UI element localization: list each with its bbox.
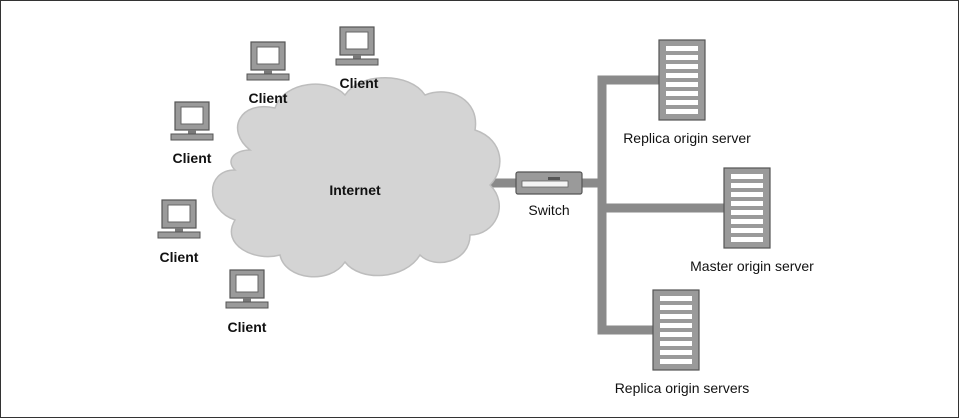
client-1: Client xyxy=(246,41,290,106)
client-4: Client xyxy=(157,199,201,265)
computer-icon xyxy=(170,101,214,141)
client-label: Client xyxy=(160,249,199,265)
computer-icon xyxy=(157,199,201,239)
computer-icon xyxy=(246,41,290,81)
server-label: Replica origin servers xyxy=(615,380,750,396)
computer-icon xyxy=(335,26,379,66)
internet-cloud: Internet xyxy=(211,77,501,278)
server-icon xyxy=(723,167,771,249)
server-label: Replica origin server xyxy=(623,130,751,146)
client-label: Client xyxy=(173,150,212,166)
client-label: Client xyxy=(340,75,379,91)
client-5: Client xyxy=(225,269,269,335)
server-replica-top: Replica origin server xyxy=(623,39,751,146)
server-replica-bottom: Replica origin servers xyxy=(615,289,750,396)
client-3: Client xyxy=(170,101,214,166)
client-label: Client xyxy=(249,90,288,106)
client-label: Client xyxy=(228,319,267,335)
switch-device: Switch xyxy=(515,171,583,218)
switch-label: Switch xyxy=(528,202,569,218)
server-icon xyxy=(658,39,706,121)
server-master: Master origin server xyxy=(690,167,814,274)
client-2: Client xyxy=(335,26,379,91)
server-label: Master origin server xyxy=(690,258,814,274)
cloud-label: Internet xyxy=(329,182,381,198)
server-icon xyxy=(652,289,700,371)
computer-icon xyxy=(225,269,269,309)
